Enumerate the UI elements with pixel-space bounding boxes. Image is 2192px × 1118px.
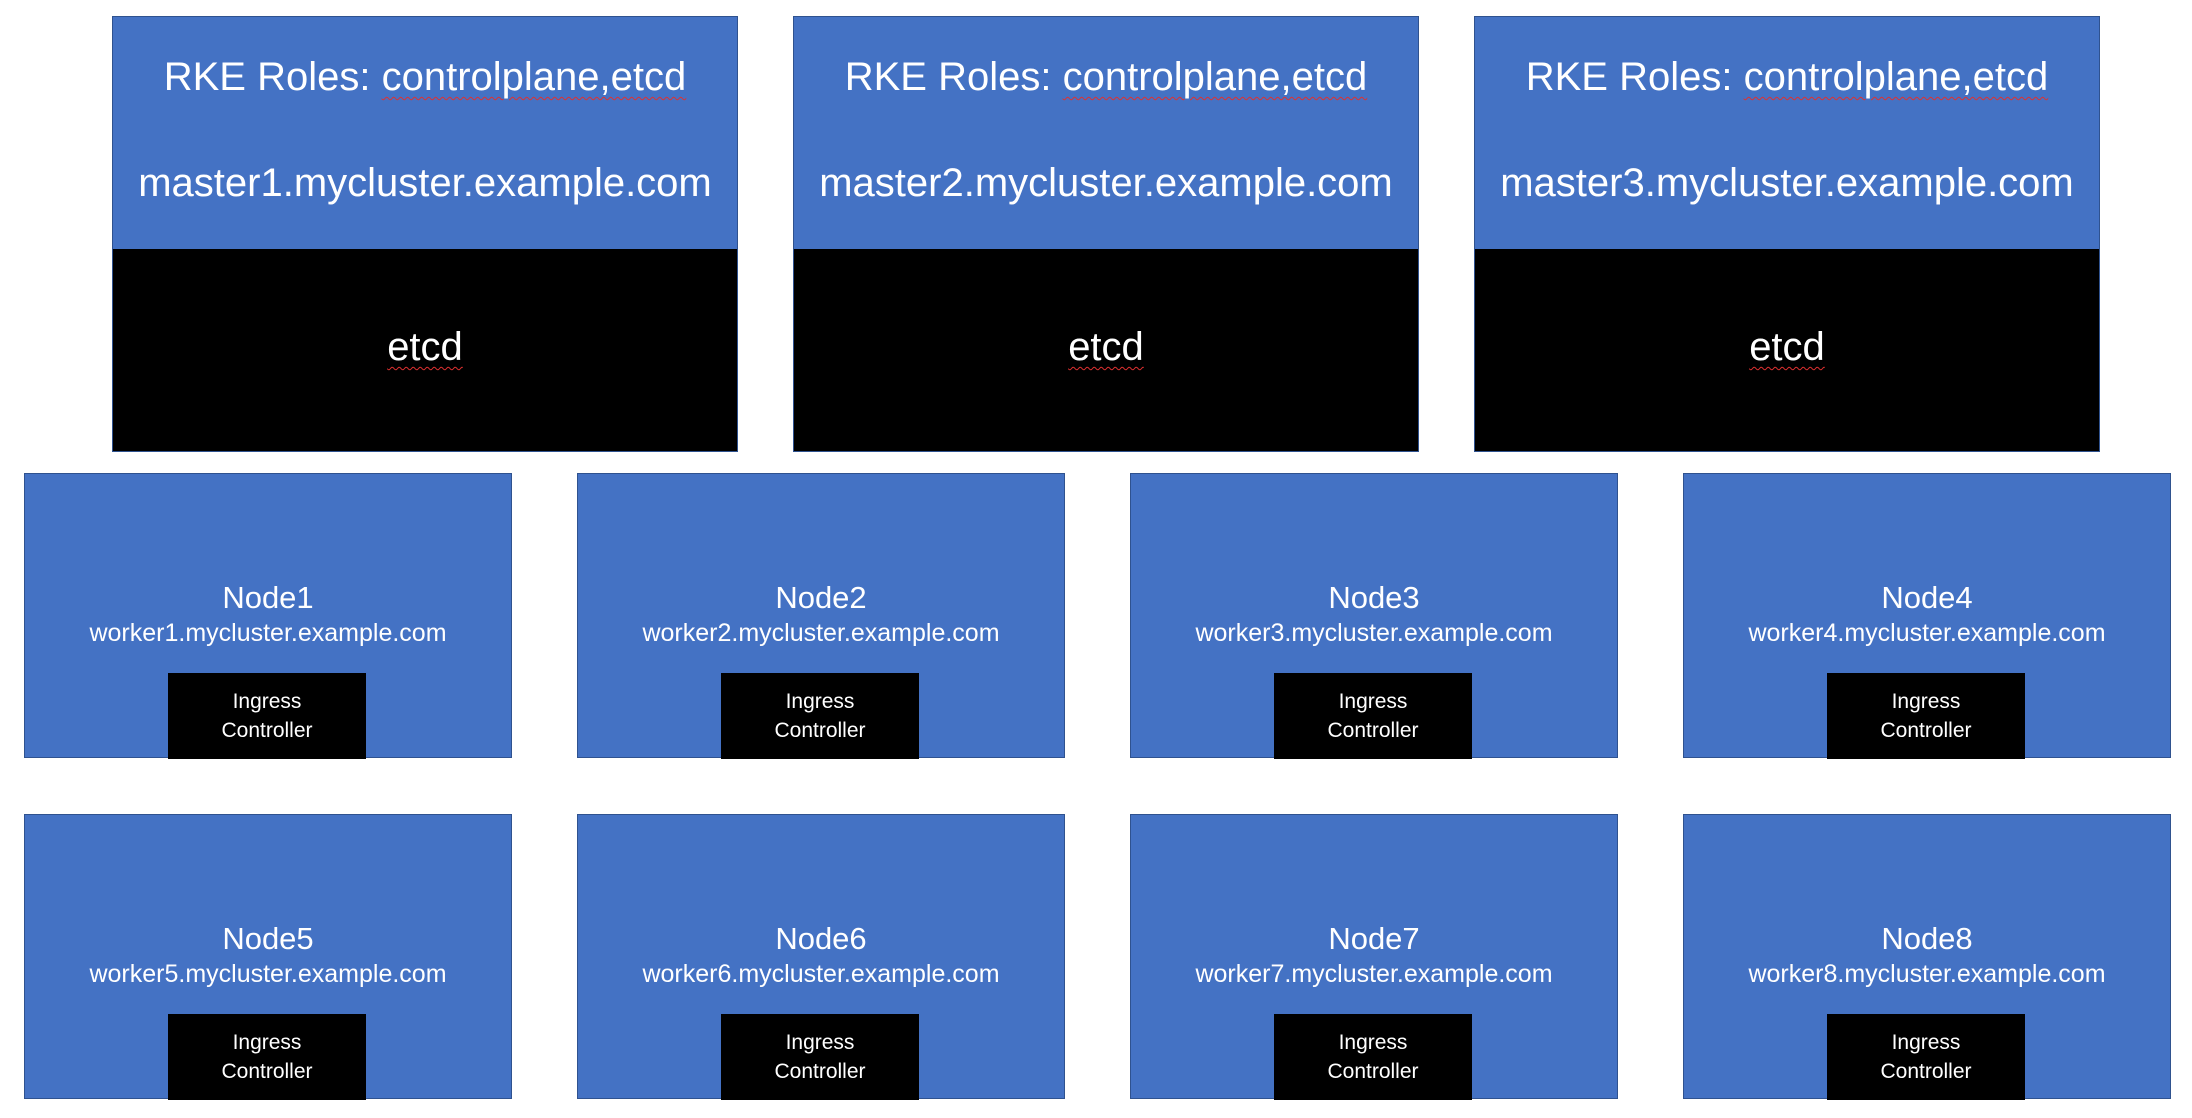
- worker-hostname: worker2.mycluster.example.com: [642, 619, 1000, 647]
- ingress-line-1: Ingress: [1891, 1030, 1961, 1054]
- rke-roles-label: RKE Roles: controlplane,etcd: [1475, 57, 2099, 97]
- ingress-line-2: Controller: [221, 719, 313, 742]
- worker-hostname: worker6.mycluster.example.com: [642, 960, 1000, 988]
- ingress-line-2: Controller: [774, 1060, 866, 1083]
- worker-node-4: Node4 worker4.mycluster.example.com Ingr…: [1683, 473, 2171, 759]
- rke-roles-value: controlplane,etcd: [1743, 55, 2049, 99]
- worker-node-5: Node5 worker5.mycluster.example.com Ingr…: [24, 814, 512, 1100]
- etcd-text: etcd: [387, 325, 463, 369]
- node-name: Node2: [775, 580, 867, 615]
- ingress-line-2: Controller: [1880, 719, 1972, 742]
- ingress-line-1: Ingress: [1338, 689, 1408, 713]
- etcd-text: etcd: [1749, 325, 1825, 369]
- ingress-line-2: Controller: [221, 1060, 313, 1083]
- node-name: Node3: [1328, 580, 1420, 615]
- rke-roles-label: RKE Roles: controlplane,etcd: [794, 57, 1418, 97]
- worker-node-1: Node1 worker1.mycluster.example.com Ingr…: [24, 473, 512, 759]
- rke-roles-prefix: RKE Roles:: [844, 55, 1063, 99]
- worker-node-6: Node6 worker6.mycluster.example.com Ingr…: [577, 814, 1065, 1100]
- rke-roles-prefix: RKE Roles:: [1525, 55, 1744, 99]
- master-header: RKE Roles: controlplane,etcd master1.myc…: [113, 17, 737, 249]
- ingress-line-1: Ingress: [232, 689, 302, 713]
- ingress-controller-box: Ingress Controller: [721, 1014, 919, 1100]
- worker-hostname: worker8.mycluster.example.com: [1748, 960, 2106, 988]
- rke-roles-prefix: RKE Roles:: [163, 55, 382, 99]
- worker-node-7: Node7 worker7.mycluster.example.com Ingr…: [1130, 814, 1618, 1100]
- ingress-controller-box: Ingress Controller: [721, 673, 919, 759]
- ingress-line-2: Controller: [1327, 719, 1419, 742]
- ingress-line-1: Ingress: [1891, 689, 1961, 713]
- ingress-line-1: Ingress: [785, 1030, 855, 1054]
- master-hostname: master1.mycluster.example.com: [138, 161, 712, 205]
- rke-roles-value: controlplane,etcd: [1062, 55, 1368, 99]
- master-hostname: master2.mycluster.example.com: [819, 161, 1393, 205]
- master-node-1: RKE Roles: controlplane,etcd master1.myc…: [112, 16, 738, 452]
- node-name: Node8: [1881, 921, 1973, 956]
- worker-node-3: Node3 worker3.mycluster.example.com Ingr…: [1130, 473, 1618, 759]
- ingress-line-2: Controller: [1327, 1060, 1419, 1083]
- worker-hostname: worker5.mycluster.example.com: [89, 960, 447, 988]
- worker-node-2: Node2 worker2.mycluster.example.com Ingr…: [577, 473, 1065, 759]
- etcd-text: etcd: [1068, 325, 1144, 369]
- etcd-label: etcd: [794, 327, 1418, 367]
- master-node-3: RKE Roles: controlplane,etcd master3.myc…: [1474, 16, 2100, 452]
- master-header: RKE Roles: controlplane,etcd master2.myc…: [794, 17, 1418, 249]
- master-header: RKE Roles: controlplane,etcd master3.myc…: [1475, 17, 2099, 249]
- ingress-controller-box: Ingress Controller: [1827, 673, 2025, 759]
- ingress-line-1: Ingress: [785, 689, 855, 713]
- worker-hostname: worker4.mycluster.example.com: [1748, 619, 2106, 647]
- node-name: Node5: [222, 921, 314, 956]
- ingress-line-1: Ingress: [232, 1030, 302, 1054]
- ingress-controller-box: Ingress Controller: [1274, 1014, 1472, 1100]
- worker-hostname: worker3.mycluster.example.com: [1195, 619, 1553, 647]
- ingress-line-2: Controller: [1880, 1060, 1972, 1083]
- ingress-line-2: Controller: [774, 719, 866, 742]
- node-name: Node4: [1881, 580, 1973, 615]
- node-name: Node6: [775, 921, 867, 956]
- ingress-controller-box: Ingress Controller: [1827, 1014, 2025, 1100]
- ingress-line-1: Ingress: [1338, 1030, 1408, 1054]
- etcd-label: etcd: [1475, 327, 2099, 367]
- node-name: Node7: [1328, 921, 1420, 956]
- node-name: Node1: [222, 580, 314, 615]
- ingress-controller-box: Ingress Controller: [168, 1014, 366, 1100]
- worker-hostname: worker1.mycluster.example.com: [89, 619, 447, 647]
- worker-node-8: Node8 worker8.mycluster.example.com Ingr…: [1683, 814, 2171, 1100]
- etcd-label: etcd: [113, 327, 737, 367]
- ingress-controller-box: Ingress Controller: [168, 673, 366, 759]
- master-node-2: RKE Roles: controlplane,etcd master2.myc…: [793, 16, 1419, 452]
- rke-roles-label: RKE Roles: controlplane,etcd: [113, 57, 737, 97]
- rke-roles-value: controlplane,etcd: [381, 55, 687, 99]
- ingress-controller-box: Ingress Controller: [1274, 673, 1472, 759]
- master-hostname: master3.mycluster.example.com: [1500, 161, 2074, 205]
- worker-hostname: worker7.mycluster.example.com: [1195, 960, 1553, 988]
